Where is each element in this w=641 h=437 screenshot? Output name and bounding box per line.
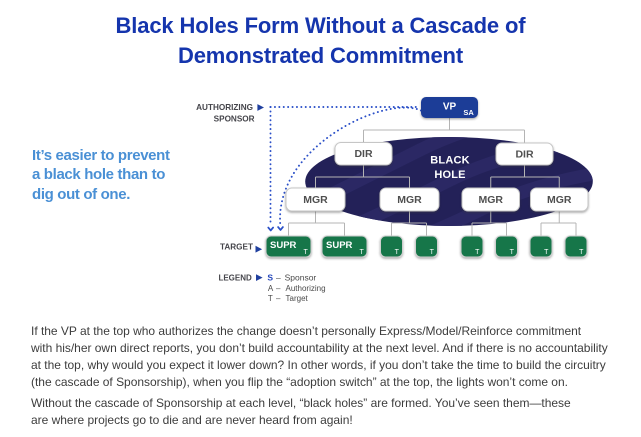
svg-text:VP: VP xyxy=(443,102,457,113)
svg-text:A: A xyxy=(268,284,274,293)
svg-text:T: T xyxy=(360,249,365,256)
svg-text:DIR: DIR xyxy=(354,148,373,160)
svg-text:–: – xyxy=(276,284,281,293)
svg-text:T: T xyxy=(268,294,273,303)
svg-text:T: T xyxy=(544,249,549,256)
svg-text:SUPR: SUPR xyxy=(326,240,353,251)
svg-text:MGR: MGR xyxy=(479,194,504,206)
svg-text:–: – xyxy=(276,294,281,303)
svg-text:DIR: DIR xyxy=(515,148,534,160)
svg-text:SPONSOR: SPONSOR xyxy=(214,114,255,123)
svg-text:Target: Target xyxy=(286,294,309,303)
svg-text:BLACK: BLACK xyxy=(430,155,470,167)
svg-text:MGR: MGR xyxy=(303,194,328,206)
svg-text:T: T xyxy=(579,249,584,256)
svg-text:HOLE: HOLE xyxy=(434,169,465,181)
svg-text:LEGEND: LEGEND xyxy=(218,273,252,282)
svg-text:Authorizing: Authorizing xyxy=(286,284,326,293)
svg-text:T: T xyxy=(510,249,515,256)
svg-text:SUPR: SUPR xyxy=(270,240,297,251)
svg-text:TARGET: TARGET xyxy=(220,243,253,252)
svg-text:T: T xyxy=(430,249,435,256)
svg-text:MGR: MGR xyxy=(547,194,572,206)
svg-text:T: T xyxy=(475,249,480,256)
svg-text:SA: SA xyxy=(463,108,474,117)
svg-text:S: S xyxy=(267,272,273,282)
svg-text:AUTHORIZING: AUTHORIZING xyxy=(196,103,253,112)
svg-text:–: – xyxy=(276,272,281,282)
svg-text:T: T xyxy=(304,249,309,256)
svg-text:Sponsor: Sponsor xyxy=(285,272,317,282)
svg-text:T: T xyxy=(395,249,400,256)
svg-text:MGR: MGR xyxy=(397,194,422,206)
